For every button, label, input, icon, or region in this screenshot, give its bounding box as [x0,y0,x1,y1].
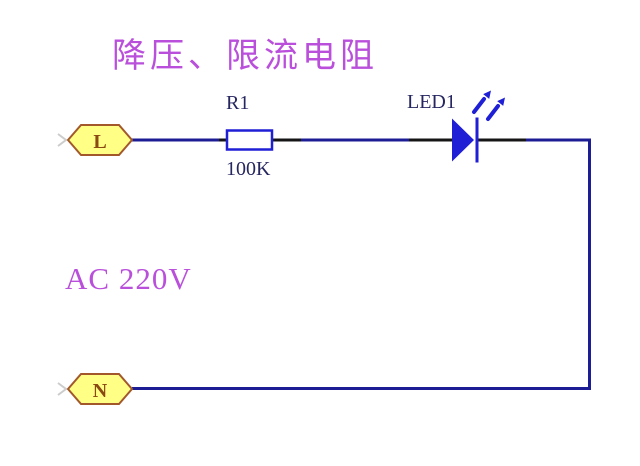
port-anchor-tick-neutral [57,382,68,396]
led-designator-label: LED1 [407,91,456,113]
ac-source-label: AC 220V [65,261,192,296]
terminal-neutral-hexagon [66,373,134,405]
slide-title: 降压、限流电阻 [112,38,378,75]
terminal-live-label: L [93,131,106,153]
resistor-symbol [225,129,274,151]
terminal-neutral-label: N [93,380,108,402]
terminal-neutral: N [66,373,134,405]
terminal-live-hexagon [66,124,134,156]
led-emission-arrow-2 [486,97,505,121]
resistor-designator-label: R1 [226,92,250,114]
led-emission-arrow-1 [472,90,491,114]
arrow-head [483,90,491,99]
resistor-value-label: 100K [226,158,271,180]
port-anchor-tick-live [57,133,68,147]
led-triangle [452,118,474,162]
arrow-shaft [472,97,486,114]
arrow-head [497,97,505,106]
arrow-shaft [486,104,500,121]
terminal-live: L [66,124,134,156]
